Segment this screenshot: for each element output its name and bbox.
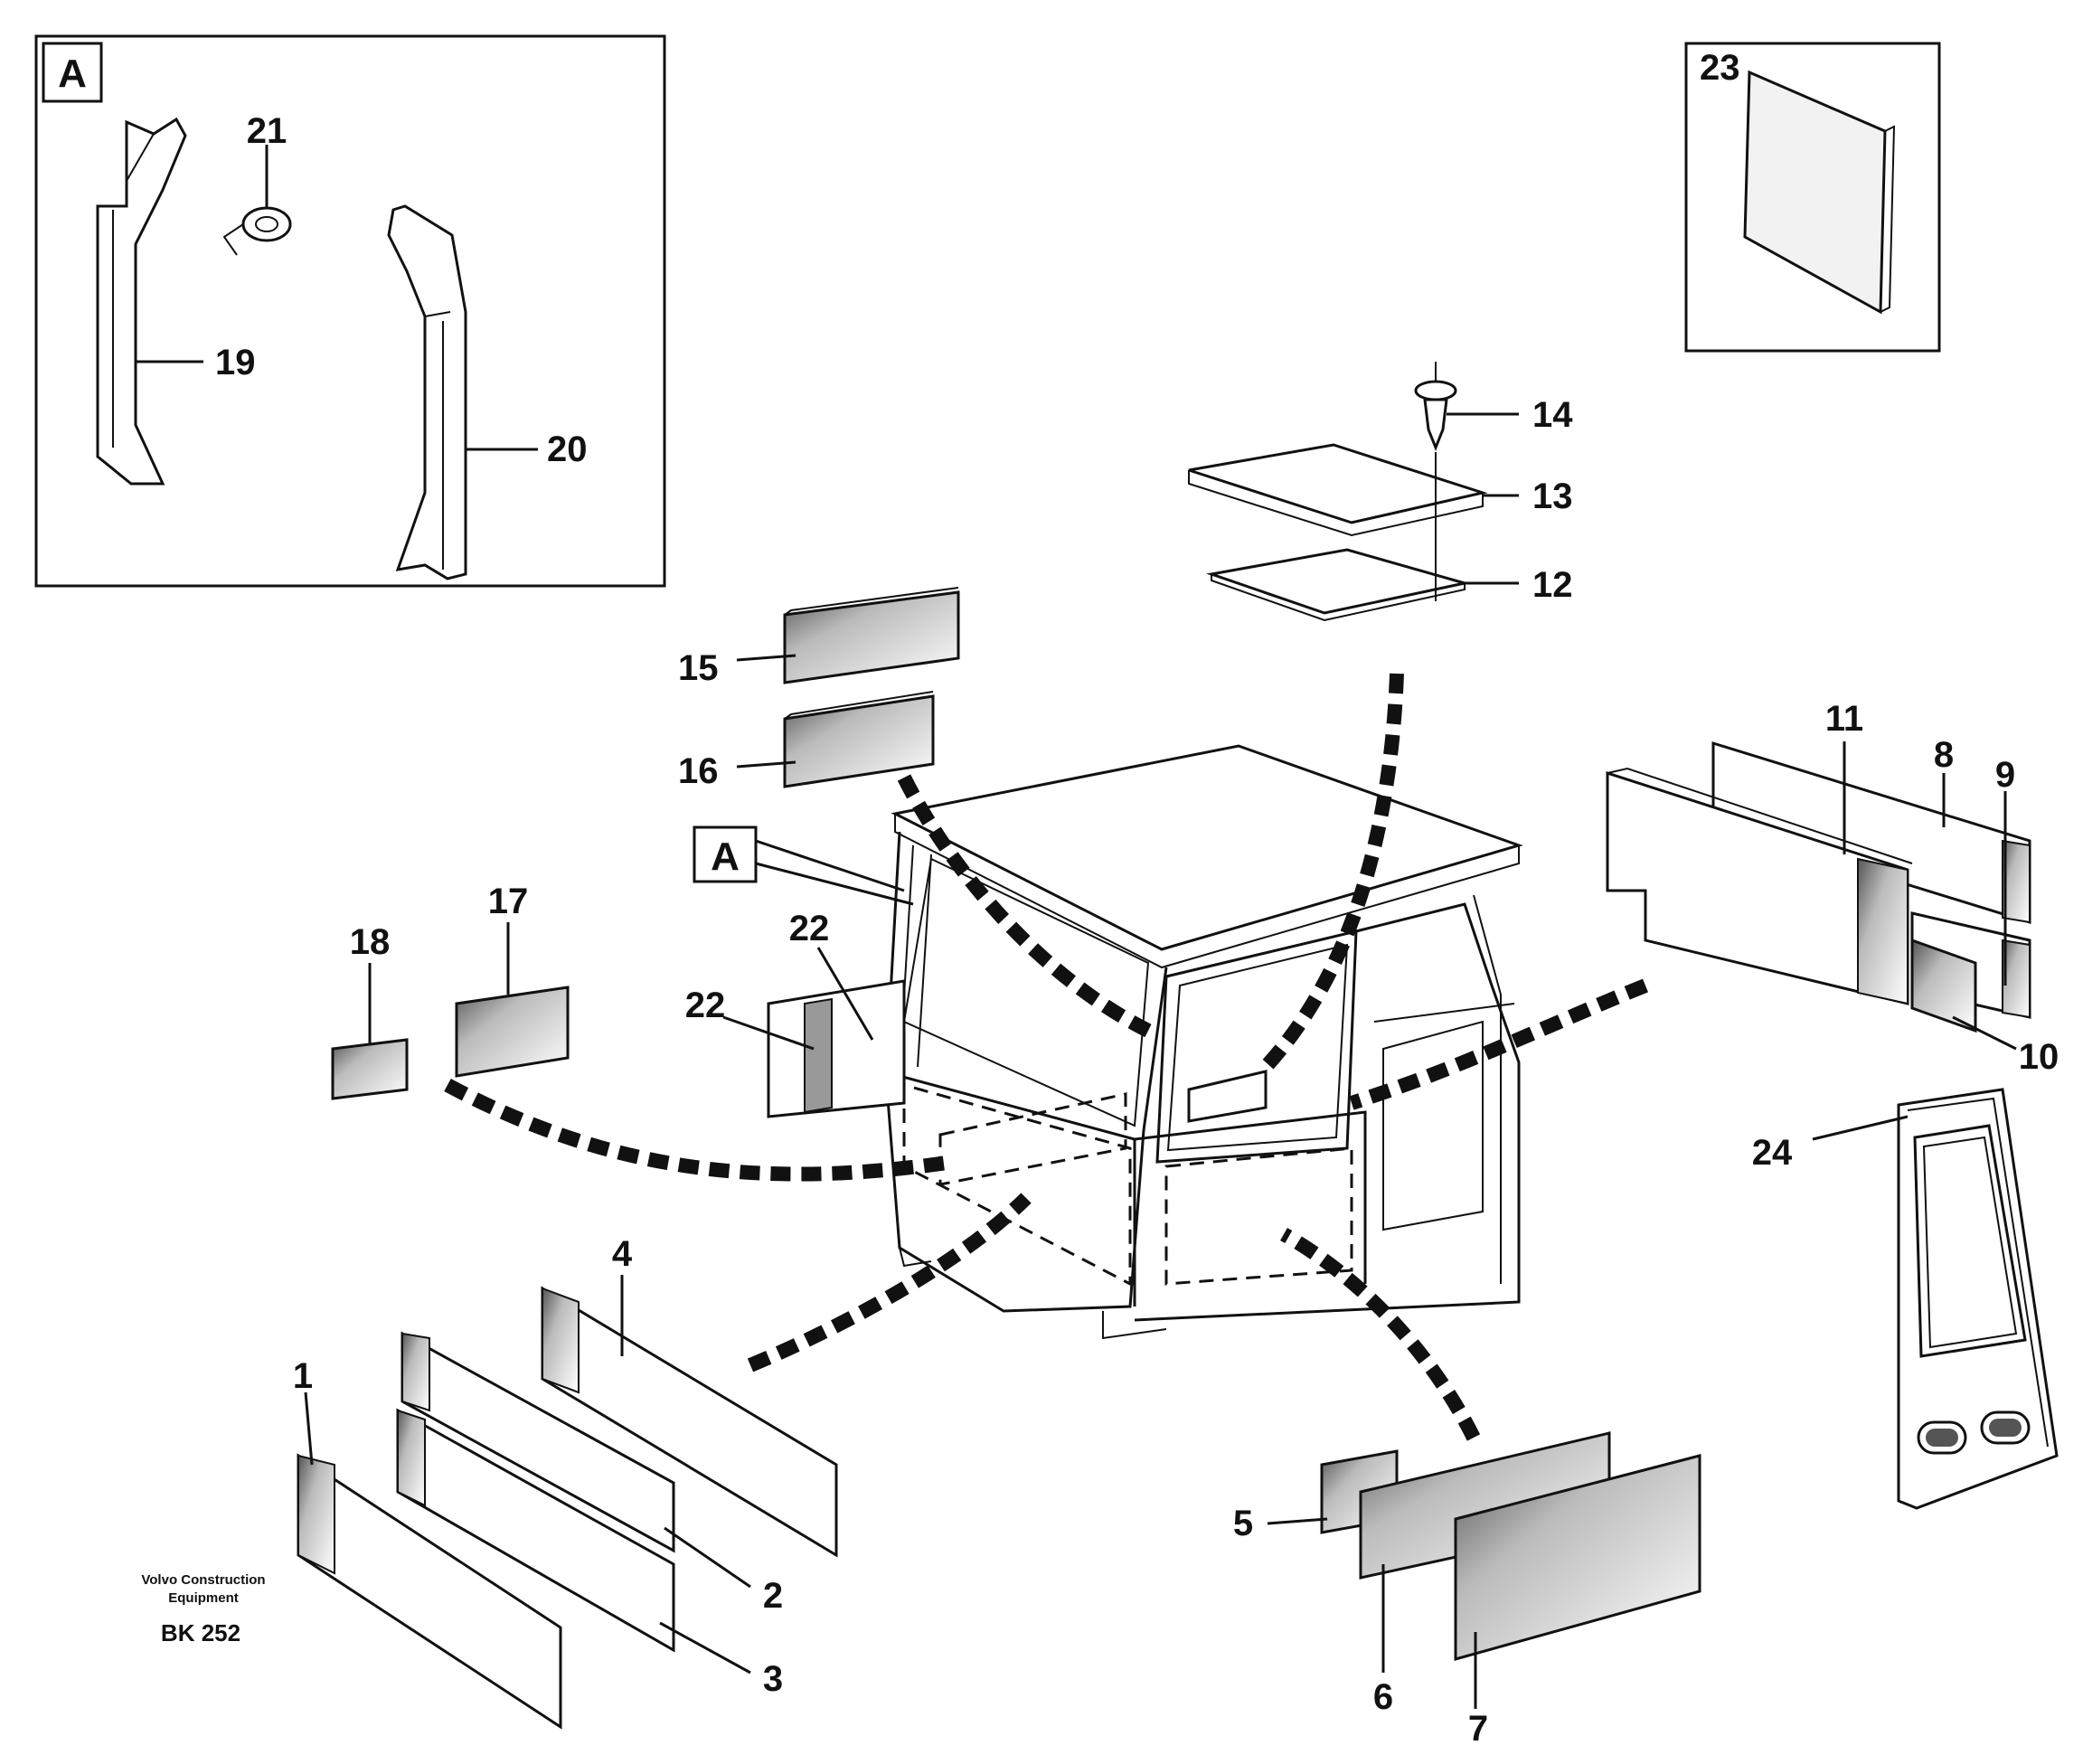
label-17: 17 [488, 882, 529, 921]
label-14: 14 [1532, 395, 1573, 435]
drawing-code: BK 252 [161, 1619, 240, 1646]
label-1: 1 [293, 1356, 313, 1396]
part-17-pad [455, 986, 570, 1078]
label-2: 2 [763, 1576, 783, 1616]
label-12: 12 [1532, 565, 1573, 605]
detail-view-a: A 21 19 20 [34, 34, 666, 588]
part-7-panel [1454, 1454, 1701, 1661]
label-21: 21 [247, 111, 287, 151]
label-8: 8 [1934, 735, 1954, 775]
label-16: 16 [678, 751, 719, 791]
panels-15-16: 15 16 [678, 587, 960, 791]
brand-line-2: Equipment [168, 1590, 239, 1606]
part-24-door: 24 [1752, 1088, 2059, 1510]
footer-brand: Volvo Construction Equipment BK 252 [141, 1572, 265, 1646]
cab-insulation-outline-side [1164, 1146, 1353, 1286]
label-22-lower: 22 [685, 986, 726, 1025]
part-10-panel [1910, 938, 1977, 1033]
label-7: 7 [1468, 1709, 1488, 1749]
part-12-roof-mat [1206, 548, 1466, 615]
callout-a-label: A [711, 835, 740, 879]
label-19: 19 [215, 343, 256, 382]
label-11: 11 [1825, 699, 1863, 739]
part-13-roof-panel [1188, 443, 1488, 524]
panels-5-7: 5 6 7 [1233, 1431, 1701, 1749]
detail-frame [34, 34, 666, 588]
detail-view-23: 23 [1684, 42, 1941, 353]
panels-8-11: 11 8 9 10 [1606, 699, 2059, 1077]
label-6: 6 [1373, 1677, 1393, 1717]
detail-tag-box [42, 42, 103, 103]
cab-door-window [1155, 929, 1358, 1164]
label-9: 9 [1995, 755, 2015, 795]
label-23: 23 [1700, 48, 1740, 88]
detail-tag-label: A [58, 52, 87, 96]
cab-body: A 22 22 [685, 744, 1523, 1340]
label-22-upper: 22 [789, 909, 830, 948]
callout-a-box [693, 825, 758, 883]
assembly-arrows [444, 673, 1648, 1441]
label-3: 3 [763, 1659, 783, 1699]
brand-line-1: Volvo Construction [141, 1572, 265, 1588]
part-22-mat [767, 979, 906, 1118]
label-5: 5 [1233, 1504, 1253, 1543]
label-20: 20 [547, 429, 588, 469]
panels-1-4: 4 2 3 1 [293, 1234, 838, 1730]
pads-17-18: 18 17 [331, 882, 570, 1100]
cab-roof [891, 744, 1523, 951]
label-18: 18 [350, 922, 391, 962]
label-15: 15 [678, 648, 719, 688]
part-19-pillar-trim [96, 117, 187, 486]
part-20-pillar-trim [387, 204, 467, 580]
label-13: 13 [1532, 476, 1573, 516]
part-15-panel [783, 590, 960, 684]
detail-23-frame [1684, 42, 1941, 353]
cab-insulation-outline-front [902, 1083, 1132, 1287]
label-24: 24 [1752, 1133, 1793, 1173]
roof-parts: 14 13 12 [1188, 362, 1573, 622]
part-23-insulation-mat [1743, 70, 1887, 315]
part-14-screw [1414, 362, 1457, 601]
label-10: 10 [2019, 1037, 2059, 1077]
part-21-tape-roll [222, 206, 292, 256]
label-4: 4 [612, 1234, 633, 1274]
part-18-pad [331, 1038, 409, 1100]
part-16-panel [783, 694, 935, 788]
